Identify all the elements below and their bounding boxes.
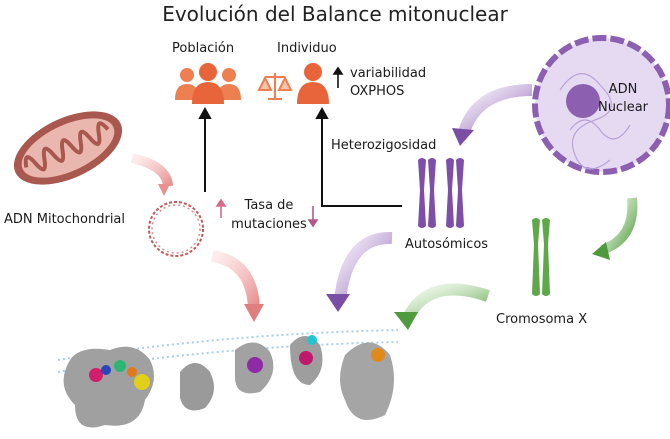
people-group-icon <box>175 63 241 104</box>
label-adn: ADN <box>608 82 638 97</box>
membrane <box>57 329 399 373</box>
label-autosomicos: Autosómicos <box>405 237 489 252</box>
mutation-up-arrow-icon <box>215 198 227 218</box>
label-adn-mitochondrial: ADN Mitochondrial <box>4 212 126 227</box>
nucleus-icon <box>532 35 670 175</box>
nucleus-to-autosomes-arrow <box>458 84 533 135</box>
mutation-down-arrow-icon <box>307 206 319 228</box>
label-nuclear: Nuclear <box>597 100 649 115</box>
page-title: Evolución del Balance mitonuclear <box>162 2 508 26</box>
label-poblacion: Población <box>172 41 235 56</box>
mtdna-to-population-arrow <box>198 106 212 192</box>
oxphos-complexes-icon <box>63 335 394 428</box>
circular-dna-icon <box>148 201 204 257</box>
label-tasa-de: Tasa de <box>244 198 294 213</box>
autosomes-to-individual-arrow <box>315 106 402 207</box>
increase-arrow-icon <box>332 66 344 88</box>
person-icon <box>297 63 329 104</box>
nucleus-to-x-arrow <box>600 197 638 255</box>
label-individuo: Individuo <box>277 41 337 56</box>
x-chromosome-icon <box>532 218 550 296</box>
label-variabilidad: variabilidad <box>350 66 427 81</box>
x-to-complexes-arrow <box>402 283 490 321</box>
label-oxphos: OXPHOS <box>350 84 405 99</box>
scale-icon <box>257 73 293 100</box>
mito-to-mtdna-arrow <box>130 153 173 187</box>
mtdna-to-complexes-arrow <box>210 250 260 309</box>
label-heterozigosidad: Heterozigosidad <box>331 138 437 153</box>
mitochondrion-icon <box>13 111 123 185</box>
label-mutaciones: mutaciones <box>231 217 307 232</box>
autosomes-to-complexes-arrow <box>334 231 393 301</box>
label-cromosoma-x: Cromosoma X <box>496 312 588 327</box>
chromosome-pair-icon <box>418 158 464 228</box>
